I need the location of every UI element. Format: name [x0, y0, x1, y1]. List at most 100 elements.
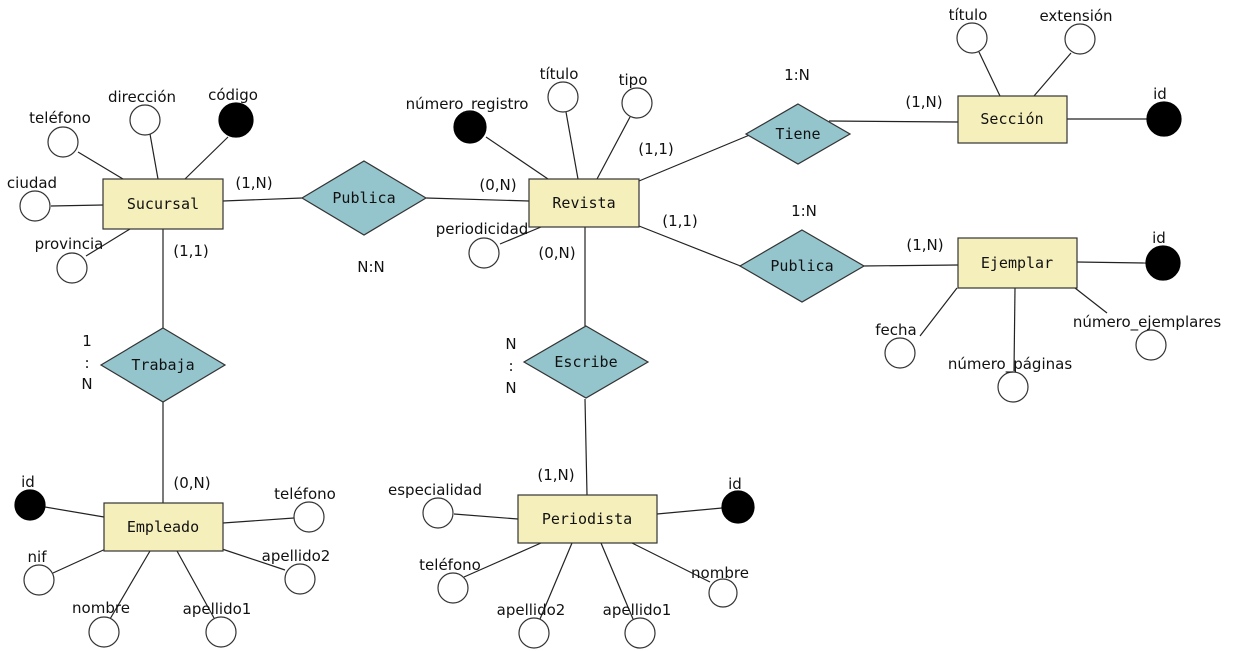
attr-circle-periodista-apellido1[interactable] [624, 617, 656, 649]
attr-circle-revista-tipo[interactable] [621, 87, 653, 119]
attr-label-sucursal-direccion: dirección [108, 88, 176, 106]
card-revista-escribe: (0,N) [538, 244, 575, 262]
relationship-escribe[interactable]: Escribe [522, 325, 650, 399]
attr-label-periodista-id: id [728, 475, 742, 493]
key-circle-ejemplar-id[interactable] [1145, 245, 1181, 281]
attr-label-sucursal-provincia: provincia [35, 235, 104, 253]
label-periodista: Periodista [542, 510, 632, 528]
key-circle-periodista-id[interactable] [721, 490, 755, 524]
edge-revista-numero-registro [485, 136, 549, 180]
key-circle-empleado-id[interactable] [14, 489, 46, 521]
edge-empleado-nif [52, 546, 111, 574]
rect-seccion[interactable] [957, 95, 1068, 144]
attr-label-seccion-id: id [1153, 85, 1167, 103]
entity-revista[interactable]: Revista [528, 178, 640, 228]
attr-circle-sucursal-direccion[interactable] [129, 104, 161, 136]
attr-label-ejemplar-fecha: fecha [875, 321, 916, 339]
edge-revista-tiene [638, 133, 753, 182]
relationship-publica[interactable]: Publica [300, 160, 428, 236]
relationship-publica-ejemplar[interactable]: Publica [738, 229, 866, 303]
attr-circle-periodista-apellido2[interactable] [518, 617, 550, 649]
edge-revista-publica2 [638, 225, 744, 268]
attr-circle-periodista-especialidad[interactable] [422, 497, 454, 529]
entity-periodista[interactable]: Periodista [517, 494, 658, 544]
diamond-trabaja[interactable] [99, 327, 227, 403]
relationship-tiene[interactable]: Tiene [744, 103, 852, 165]
attr-label-revista-tipo: tipo [619, 71, 648, 89]
edge-ejemplar-numero-ejemplares [1074, 287, 1108, 314]
label-escribe: Escribe [554, 353, 617, 371]
attr-circle-empleado-apellido1[interactable] [205, 616, 237, 648]
card-trabaja-ratio-2: : [84, 354, 89, 372]
card-revista-publica: (0,N) [479, 176, 516, 194]
attr-circle-periodista-nombre[interactable] [708, 578, 738, 608]
card-escribe-ratio-3: N [505, 379, 516, 397]
label-tiene: Tiene [775, 125, 820, 143]
diamond-publica-ejemplar[interactable] [738, 229, 866, 303]
edge-seccion-titulo [978, 51, 1001, 97]
attr-circle-seccion-extension[interactable] [1064, 23, 1096, 55]
attr-label-periodista-apellido1: apellido1 [603, 601, 672, 619]
attr-label-empleado-apellido1: apellido1 [183, 600, 252, 618]
edge-empleado-nombre [109, 550, 151, 620]
attr-label-periodista-telefono: teléfono [419, 556, 481, 574]
edge-periodista-apellido1 [600, 542, 634, 620]
attr-label-empleado-nif: nif [28, 548, 48, 566]
label-empleado: Empleado [127, 518, 199, 536]
attr-label-ejemplar-id: id [1152, 229, 1166, 247]
card-periodista-escribe: (1,N) [537, 466, 574, 484]
card-publica-ejemplar-ratio: 1:N [791, 202, 817, 220]
rect-empleado[interactable] [103, 502, 224, 552]
label-publica: Publica [332, 189, 395, 207]
entity-ejemplar[interactable]: Ejemplar [957, 237, 1078, 289]
rect-revista[interactable] [528, 178, 640, 228]
attr-circle-revista-periodicidad[interactable] [468, 237, 500, 269]
attr-circle-ejemplar-numero-paginas[interactable] [997, 371, 1029, 403]
edge-sucursal-ciudad [50, 204, 104, 207]
rect-periodista[interactable] [517, 494, 658, 544]
rect-sucursal[interactable] [102, 178, 224, 230]
entity-sucursal[interactable]: Sucursal [102, 178, 224, 230]
attr-circle-empleado-nif[interactable] [23, 564, 55, 596]
label-publica-ejemplar: Publica [770, 257, 833, 275]
rect-ejemplar[interactable] [957, 237, 1078, 289]
attr-circle-ejemplar-fecha[interactable] [884, 337, 916, 369]
attr-label-sucursal-codigo: código [208, 86, 258, 104]
attr-circle-revista-titulo[interactable] [547, 81, 579, 113]
edge-periodista-telefono [463, 542, 542, 578]
edges [44, 51, 1148, 620]
edge-ejemplar-id [1076, 261, 1147, 264]
attr-circle-empleado-nombre[interactable] [88, 616, 120, 648]
attr-circle-seccion-titulo[interactable] [956, 22, 988, 54]
card-publica-ratio: N:N [357, 258, 385, 276]
attr-label-revista-periodicidad: periodicidad [436, 220, 529, 238]
key-circle-seccion-id[interactable] [1146, 101, 1182, 137]
attr-circle-periodista-telefono[interactable] [437, 572, 469, 604]
edge-revista-periodicidad [499, 226, 542, 245]
attr-circle-sucursal-telefono[interactable] [47, 126, 79, 158]
attr-label-seccion-titulo: título [949, 6, 988, 24]
attr-circle-sucursal-ciudad[interactable] [19, 190, 51, 222]
card-trabaja-ratio-1: 1 [82, 332, 92, 350]
entity-empleado[interactable]: Empleado [103, 502, 224, 552]
edge-sucursal-publica [222, 197, 303, 202]
relationship-trabaja[interactable]: Trabaja [99, 327, 227, 403]
attr-label-periodista-nombre: nombre [691, 564, 749, 582]
card-sucursal-trabaja: (1,1) [173, 242, 209, 260]
card-trabaja-ratio-3: N [81, 375, 92, 393]
card-sucursal-publica: (1,N) [235, 174, 272, 192]
diamond-tiene[interactable] [744, 103, 852, 165]
diamond-publica[interactable] [300, 160, 428, 236]
diamond-escribe[interactable] [522, 325, 650, 399]
card-ejemplar-publica: (1,N) [906, 236, 943, 254]
attr-circle-sucursal-provincia[interactable] [56, 252, 88, 284]
entity-seccion[interactable]: Sección [957, 95, 1068, 144]
key-circle-revista-numero-registro[interactable] [453, 110, 487, 144]
key-circle-sucursal-codigo[interactable] [218, 102, 254, 138]
attr-circle-ejemplar-numero-ejemplares[interactable] [1135, 329, 1167, 361]
card-revista-publica-ejemplar: (1,1) [662, 212, 698, 230]
attr-circle-empleado-telefono[interactable] [293, 501, 325, 533]
attr-circle-empleado-apellido2[interactable] [284, 563, 316, 595]
